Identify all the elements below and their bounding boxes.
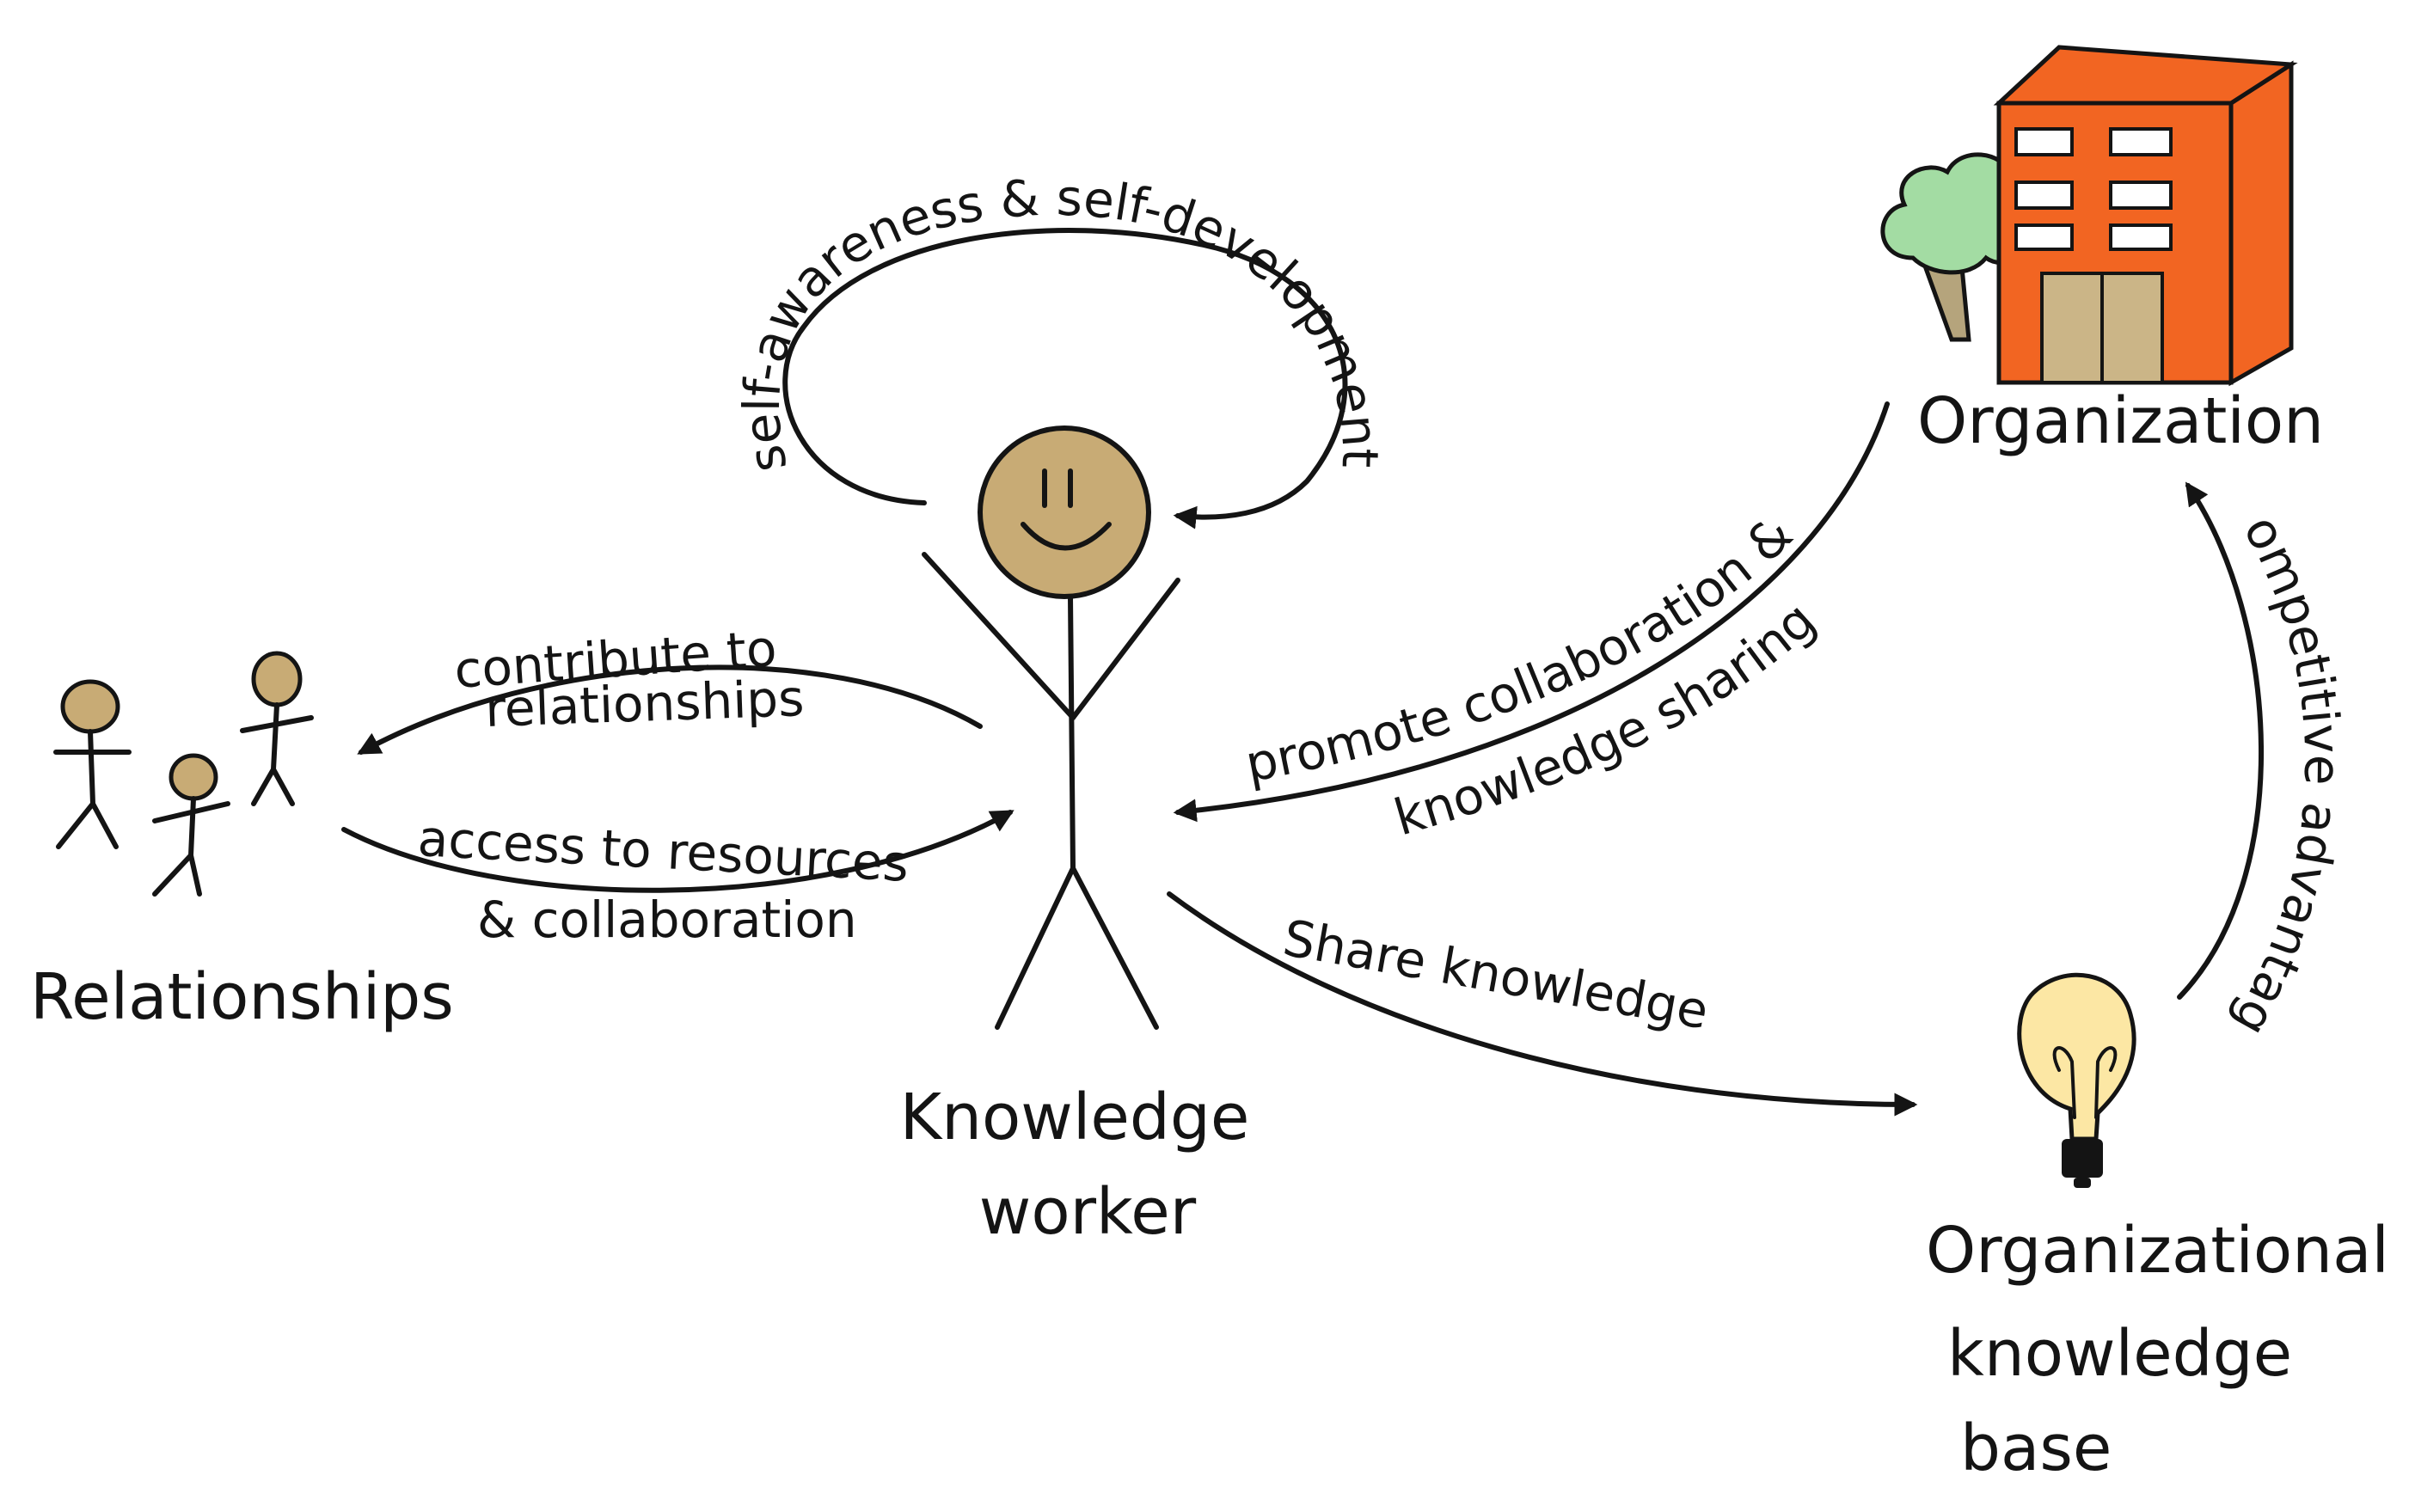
building-window (2109, 223, 2173, 251)
relationship-person-head (60, 679, 120, 734)
relationship-person-body (152, 796, 230, 897)
relationship-person-head (251, 651, 303, 707)
share-label: Share knowledge (1279, 909, 1713, 1041)
worker-leg-right (1070, 866, 1159, 1030)
building-window (2109, 181, 2173, 210)
worker-leg-left (995, 866, 1076, 1030)
contribute-label-line2: relationships (484, 669, 805, 738)
relationship-person-body (240, 702, 314, 806)
organization-building (1880, 45, 2298, 387)
access-label-line1: access to resources (416, 809, 910, 893)
kb-label-line2: knowledge (1947, 1317, 2292, 1391)
competitive-arrow (2177, 481, 2265, 1000)
relationships-label: Relationships (30, 960, 454, 1034)
kb-label-line3: base (1960, 1411, 2112, 1485)
worker-smile (1021, 522, 1112, 551)
worker-label-line1: Knowledge (900, 1080, 1250, 1154)
building-window (2109, 127, 2173, 156)
worker-head (978, 425, 1151, 599)
share-arrow (1167, 891, 1918, 1117)
building-window (2014, 181, 2074, 210)
worker-body (1068, 594, 1076, 871)
bulb-base (2062, 1139, 2103, 1178)
bulb-glass (2017, 972, 2136, 1142)
knowledge-worker-figure (922, 425, 1180, 1030)
kb-label-line1: Organizational (1926, 1214, 2389, 1288)
self-loop-arrow (782, 228, 1348, 530)
building-roof (1993, 45, 2298, 106)
worker-arm-left (922, 552, 1076, 720)
relationship-person-head (169, 753, 218, 801)
organization-label: Organization (1917, 384, 2324, 458)
building-window (2014, 127, 2074, 156)
relationships-figures (53, 651, 314, 897)
access-arrow (341, 810, 1014, 893)
lightbulb-icon (2017, 972, 2136, 1188)
building-side (2228, 60, 2294, 387)
relationship-person-body (53, 729, 132, 849)
access-label-line2: & collaboration (477, 891, 857, 949)
worker-arm-right (1070, 578, 1180, 720)
bulb-tip (2074, 1178, 2091, 1188)
building-window (2014, 223, 2074, 251)
contribute-arrow (357, 664, 983, 755)
worker-label-line2: worker (979, 1175, 1197, 1249)
bulb-filament (2052, 1046, 2118, 1119)
promote-arrow (1173, 401, 1890, 823)
